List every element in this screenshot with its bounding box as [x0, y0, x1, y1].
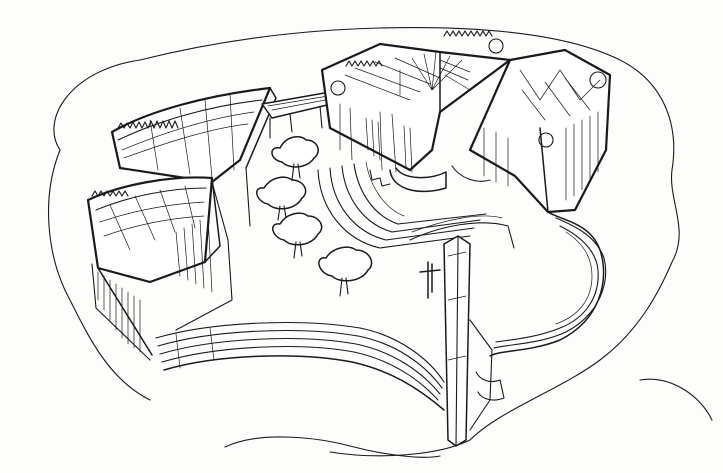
cross-sculpture: [419, 261, 441, 299]
crenellation-center-left: [345, 60, 383, 67]
left-upper-fan-wing: [110, 86, 277, 184]
round-window-right-mid: [538, 132, 554, 148]
round-window-center-left: [330, 80, 346, 96]
right-tall-pavilion: [468, 48, 612, 214]
crenellation-center: [443, 30, 493, 37]
round-window-right-top: [589, 71, 607, 89]
right-stepped-terrace: [469, 211, 607, 431]
plaza-edge: [175, 167, 251, 331]
central-stage-wall: [451, 165, 491, 182]
hatching-left: [175, 215, 213, 293]
site-boundary-outline: [48, 27, 680, 457]
left-lower-fan-wing: [86, 176, 221, 361]
crenellation-left-lower: [91, 190, 129, 197]
tree-1: [271, 135, 319, 181]
front-stepped-terrace: [155, 322, 445, 411]
central-stage-arc: [389, 167, 447, 193]
crenellation-left-upper: [117, 120, 179, 129]
amphitheatre-steps: [317, 161, 515, 249]
tree-4: [318, 246, 373, 297]
round-window-center-right: [488, 38, 504, 54]
front-obelisk: [443, 235, 471, 447]
hatching-center: [365, 117, 413, 173]
tree-2: [256, 176, 307, 221]
ground-contour-left: [224, 436, 441, 458]
tree-3: [272, 212, 323, 259]
ground-contour-right: [639, 378, 713, 421]
